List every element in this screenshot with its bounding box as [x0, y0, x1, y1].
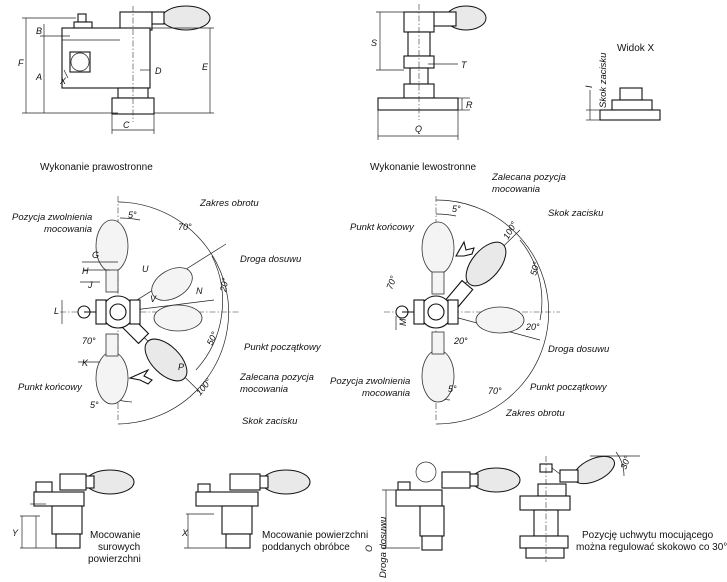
dim-J: J	[87, 280, 93, 290]
end-point-label-right: Punkt końcowy	[350, 222, 415, 233]
machined-caption-1: Mocowanie powierzchni	[262, 530, 368, 541]
end-point-label-left: Punkt końcowy	[18, 382, 83, 393]
release-position-label-2: mocowania	[44, 224, 92, 235]
right-version-caption: Wykonanie prawostronne	[40, 162, 153, 173]
advance-path-label-right: Droga dosuwu	[548, 344, 610, 355]
angle-30: 30°	[618, 454, 632, 471]
angle-5-bottom: 5°	[90, 400, 99, 410]
rough-surface-drawing	[20, 469, 135, 549]
adjustable-handle-drawing	[519, 451, 640, 562]
angle-70-right-side: 70°	[384, 274, 398, 291]
machined-surface-drawing	[184, 469, 311, 549]
handle-position-note-2: można regulować skokowo co 30°.	[576, 542, 727, 553]
dim-B: B	[36, 26, 42, 36]
side-view-drawing	[376, 4, 487, 140]
clamp-stroke-label-left: Skok zacisku	[242, 416, 298, 427]
dim-D: D	[155, 66, 162, 76]
right-version-top-view	[60, 196, 240, 425]
dim-E: E	[202, 62, 209, 72]
angle-5-top-right: 5°	[452, 204, 461, 214]
dim-P: P	[178, 362, 184, 372]
recommended-position-label-left-1: Zalecana pozycja	[239, 372, 314, 383]
rotation-range-label-right: Zakres obrotu	[505, 408, 565, 419]
clamp-stroke-vertical-label: Skok zacisku	[598, 52, 609, 108]
dim-R: R	[466, 100, 473, 110]
release-position-label-right-2: mocowania	[362, 388, 410, 399]
dim-X-bottom: X	[181, 528, 189, 538]
advance-path-label: Droga dosuwu	[240, 254, 302, 265]
left-version-top-view	[384, 196, 560, 425]
recommended-position-label-right-2: mocowania	[492, 184, 540, 195]
dim-I: I	[584, 85, 594, 88]
rough-caption-2: surowych	[98, 542, 140, 553]
rough-caption-3: powierzchni	[88, 554, 141, 565]
handle-position-note-1: Pozycję uchwytu mocującego	[582, 530, 714, 541]
angle-5-bottom-right: 5°	[448, 384, 457, 394]
release-position-label-1: Pozycja zwolnienia	[12, 212, 92, 223]
angle-70-bottom: 70°	[82, 336, 96, 346]
left-version-caption: Wykonanie lewostronne	[370, 162, 477, 173]
dim-X: X	[59, 76, 67, 86]
view-x-caption: Widok X	[617, 43, 655, 54]
recommended-position-label-left-2: mocowania	[240, 384, 288, 395]
start-point-label-right: Punkt początkowy	[530, 382, 608, 393]
dim-F: F	[18, 58, 24, 68]
dim-Y: Y	[12, 528, 19, 538]
dim-T: T	[461, 60, 468, 70]
release-position-label-right-1: Pozycja zwolnienia	[330, 376, 410, 387]
angle-100: 100°	[194, 376, 214, 397]
dim-C: C	[123, 120, 130, 130]
advance-path-vertical-label: Droga dosuwu	[378, 516, 389, 578]
angle-20: 20°	[218, 277, 230, 294]
angle-20-right: 20°	[525, 322, 540, 332]
dim-S: S	[371, 38, 377, 48]
dim-M: M	[398, 318, 408, 326]
front-view-drawing	[22, 5, 214, 134]
dim-A: A	[35, 72, 42, 82]
rough-caption-1: Mocowanie	[90, 530, 141, 541]
advance-path-drawing	[382, 461, 521, 551]
recommended-position-label-right-1: Zalecana pozycja	[491, 172, 566, 183]
angle-70-bottom-right: 70°	[488, 386, 502, 396]
machined-caption-2: poddanych obróbce	[262, 542, 350, 553]
dim-H: H	[82, 266, 89, 276]
dim-Q: Q	[415, 124, 422, 134]
dim-G: G	[92, 250, 99, 260]
dim-O: O	[364, 545, 374, 552]
dim-N: N	[196, 286, 203, 296]
view-x-drawing	[586, 87, 661, 121]
dim-K: K	[82, 358, 89, 368]
angle-70-top: 70°	[178, 222, 192, 232]
start-point-label-left: Punkt początkowy	[244, 342, 322, 353]
angle-20-right-hub: 20°	[453, 336, 468, 346]
dim-L: L	[54, 306, 59, 316]
rotation-range-label: Zakres obrotu	[199, 198, 259, 209]
angle-5-top: 5°	[128, 210, 137, 220]
angle-50-right: 50°	[528, 260, 541, 276]
clamp-stroke-label-right: Skok zacisku	[548, 208, 604, 219]
dim-U: U	[142, 264, 149, 274]
dim-V: V	[150, 294, 157, 304]
